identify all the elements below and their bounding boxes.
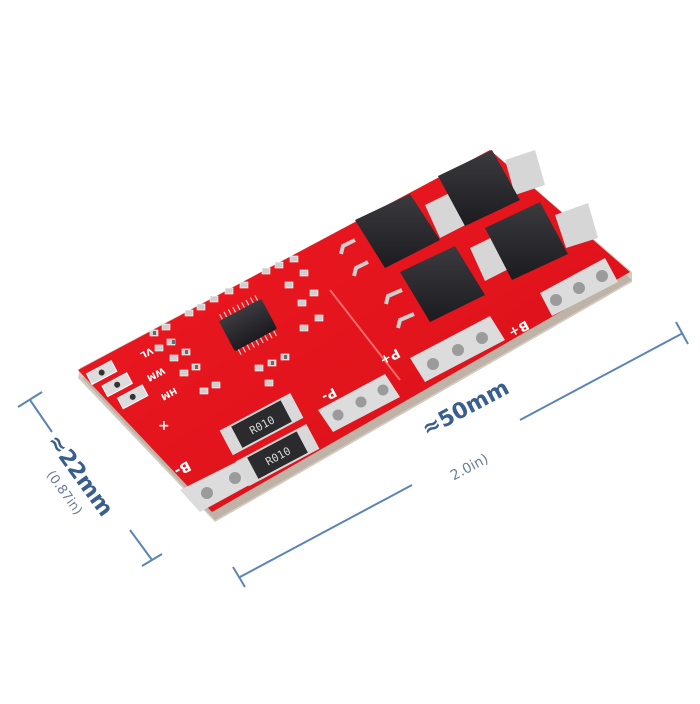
mosfet-1 [339, 194, 440, 277]
sense-resistor-2: R010 [235, 423, 320, 487]
balance-pads [85, 360, 149, 410]
pcb-top [78, 150, 630, 512]
control-ic [219, 295, 277, 355]
label-p-minus: P- [319, 384, 339, 404]
sense-resistor-1: R010 [219, 392, 304, 456]
label-b-minus: B- [171, 457, 193, 479]
height-dimension-line [17, 391, 163, 567]
width-dimension-line [232, 321, 689, 588]
mosfet-2 [438, 150, 520, 226]
label-plus: + [158, 418, 170, 434]
mosfet-3 [384, 246, 485, 329]
mosfet-4 [485, 202, 568, 280]
